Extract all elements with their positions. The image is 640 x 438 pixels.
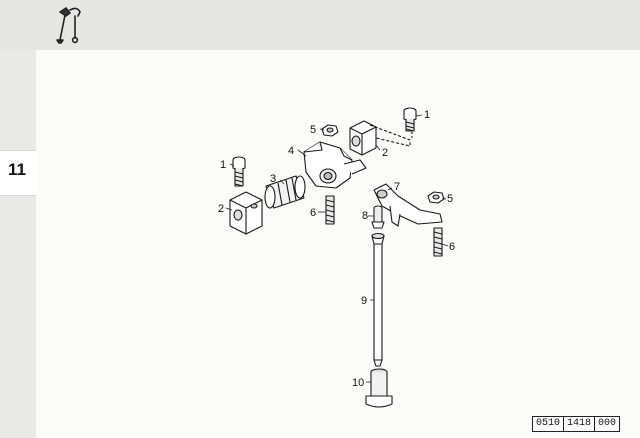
chapter-number: 11 bbox=[8, 160, 26, 179]
callout-4: 4 bbox=[288, 145, 294, 157]
reference-code-part1: 0510 bbox=[536, 418, 561, 429]
rocker-bracket-part-4 bbox=[303, 141, 367, 189]
header-band bbox=[0, 0, 640, 50]
callout-9: 9 bbox=[361, 295, 367, 307]
callout-1-upper: 1 bbox=[424, 109, 430, 121]
screw-part-6-right bbox=[433, 227, 443, 257]
push-rod-part-9 bbox=[371, 232, 385, 367]
rocker-shaft-part-3 bbox=[264, 175, 306, 209]
reference-code-part2: 1418 bbox=[563, 417, 594, 431]
callout-7: 7 bbox=[394, 181, 400, 193]
bearing-block-part-2-lower bbox=[229, 191, 263, 235]
tappet-part-10 bbox=[365, 368, 393, 408]
callout-1-lower: 1 bbox=[220, 159, 226, 171]
nut-part-5-right bbox=[427, 191, 445, 204]
reference-code-part3: 000 bbox=[594, 417, 619, 431]
callout-10: 10 bbox=[352, 377, 364, 389]
ball-socket-part-8 bbox=[371, 205, 385, 229]
callout-5-upper: 5 bbox=[310, 124, 316, 136]
callout-8: 8 bbox=[362, 210, 368, 222]
bolt-part-1-upper bbox=[403, 107, 417, 132]
diagram-sheet bbox=[36, 50, 640, 438]
callout-3: 3 bbox=[270, 173, 276, 185]
side-margin bbox=[0, 50, 36, 438]
valve-tools-icon bbox=[56, 7, 81, 44]
stud-part-6-left bbox=[325, 195, 335, 225]
chapter-tab bbox=[0, 150, 36, 196]
nut-part-5-upper bbox=[321, 124, 339, 137]
bolt-part-1-lower bbox=[232, 156, 246, 187]
callout-5-right: 5 bbox=[447, 193, 453, 205]
callout-6-right: 6 bbox=[449, 241, 455, 253]
reference-code-box: 0510 1418 000 bbox=[532, 416, 621, 432]
rocker-arm-part-7 bbox=[373, 183, 443, 227]
callout-6-left: 6 bbox=[310, 207, 316, 219]
callout-2-lower: 2 bbox=[218, 203, 224, 215]
callout-2-upper: 2 bbox=[382, 147, 388, 159]
bearing-block-part-2-upper bbox=[349, 120, 377, 156]
